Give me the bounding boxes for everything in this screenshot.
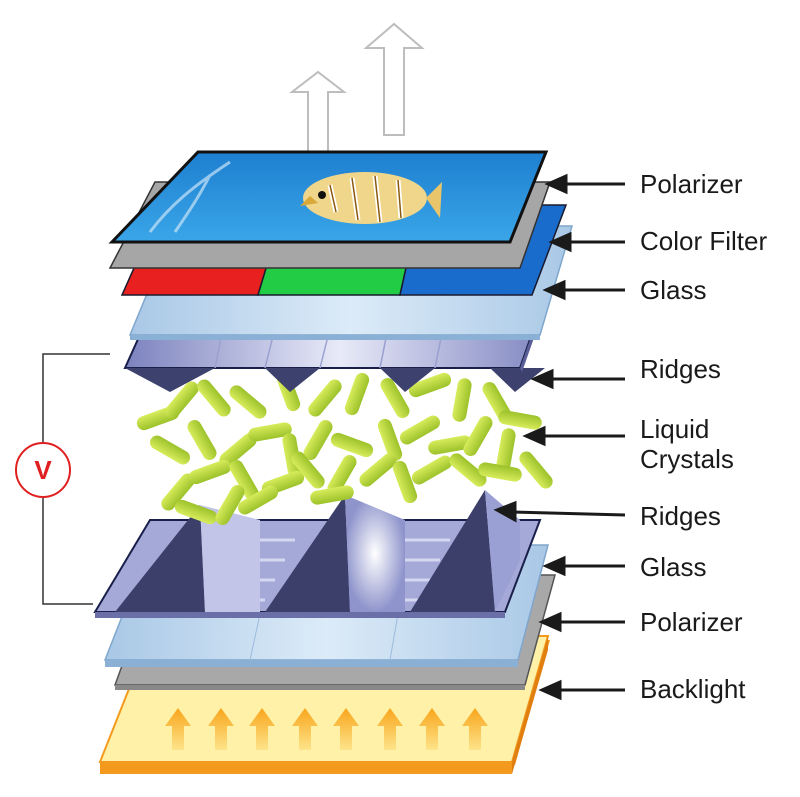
liquid-crystal-capsule (392, 460, 418, 504)
backlight-arrow-icon (333, 708, 359, 750)
backlight-arrow-icon (208, 708, 234, 750)
label-liquid: Liquid (640, 414, 710, 444)
label-glass-top: Glass (640, 275, 707, 305)
liquid-crystal-capsule (188, 459, 232, 485)
liquid-crystal-capsule (161, 473, 195, 511)
liquid-crystal-capsule (344, 372, 370, 416)
liquid-crystal-capsule (478, 462, 522, 482)
liquid-crystal-capsule (229, 385, 267, 419)
liquid-crystal-capsule (330, 432, 374, 458)
liquid-crystal-capsule (165, 381, 199, 419)
pointer-arrows (493, 173, 626, 701)
label-color-filter: Color Filter (640, 226, 768, 256)
label-backlight: Backlight (640, 674, 746, 704)
liquid-crystal-capsule (519, 451, 553, 489)
label-ridges-top: Ridges (640, 354, 721, 384)
liquid-crystal-capsule (463, 416, 493, 456)
liquid-crystal-capsule (303, 420, 333, 460)
liquid-crystal-capsule (400, 415, 440, 445)
liquid-crystal-capsule (238, 485, 278, 515)
liquid-crystal-capsule (327, 455, 357, 495)
screen-image-layer (108, 150, 549, 244)
label-polarizer-top: Polarizer (640, 169, 743, 199)
liquid-crystal-capsule (408, 372, 452, 398)
backlight-arrow-icon (462, 708, 488, 750)
liquid-crystal-capsule (215, 485, 245, 525)
voltage-symbol: V (15, 442, 71, 498)
liquid-crystal-capsule (412, 455, 452, 485)
label-polarizer-bottom: Polarizer (640, 607, 743, 637)
liquid-crystal-capsule (187, 420, 217, 460)
label-glass-bottom: Glass (640, 552, 707, 582)
backlight-arrows (165, 708, 488, 750)
backlight-arrow-icon (419, 708, 445, 750)
label-crystals: Crystals (640, 444, 734, 474)
ridges-bottom-layer (93, 490, 542, 618)
liquid-crystal-capsule (359, 453, 397, 487)
liquid-crystal-capsule (380, 378, 410, 418)
fish-icon (300, 172, 442, 224)
liquid-crystal-capsule (174, 499, 218, 525)
liquid-crystal-capsule (248, 422, 292, 442)
liquid-crystal-capsule (229, 460, 259, 500)
backlight-arrow-icon (377, 708, 403, 750)
voltage-bracket (42, 353, 110, 605)
liquid-crystal-capsule (452, 378, 472, 422)
label-ridges-bottom: Ridges (640, 501, 721, 531)
liquid-crystal-capsule (310, 485, 354, 505)
liquid-crystal-capsule (150, 435, 190, 465)
liquid-crystal-capsule (428, 435, 472, 455)
light-arrows-up (289, 22, 425, 166)
liquid-crystal-capsule (308, 379, 342, 417)
backlight-arrow-icon (165, 708, 191, 750)
liquid-crystal-capsule (291, 451, 325, 489)
backlight-arrow-icon (292, 708, 318, 750)
liquid-crystal-capsule (449, 453, 487, 487)
liquid-crystal-capsule (496, 428, 516, 472)
liquid-crystal-capsule (219, 433, 257, 467)
liquid-crystals (136, 368, 553, 525)
backlight-arrow-icon (249, 708, 275, 750)
liquid-crystal-capsule (498, 410, 542, 430)
liquid-crystal-capsule (377, 418, 403, 462)
liquid-crystal-capsule (197, 379, 231, 417)
